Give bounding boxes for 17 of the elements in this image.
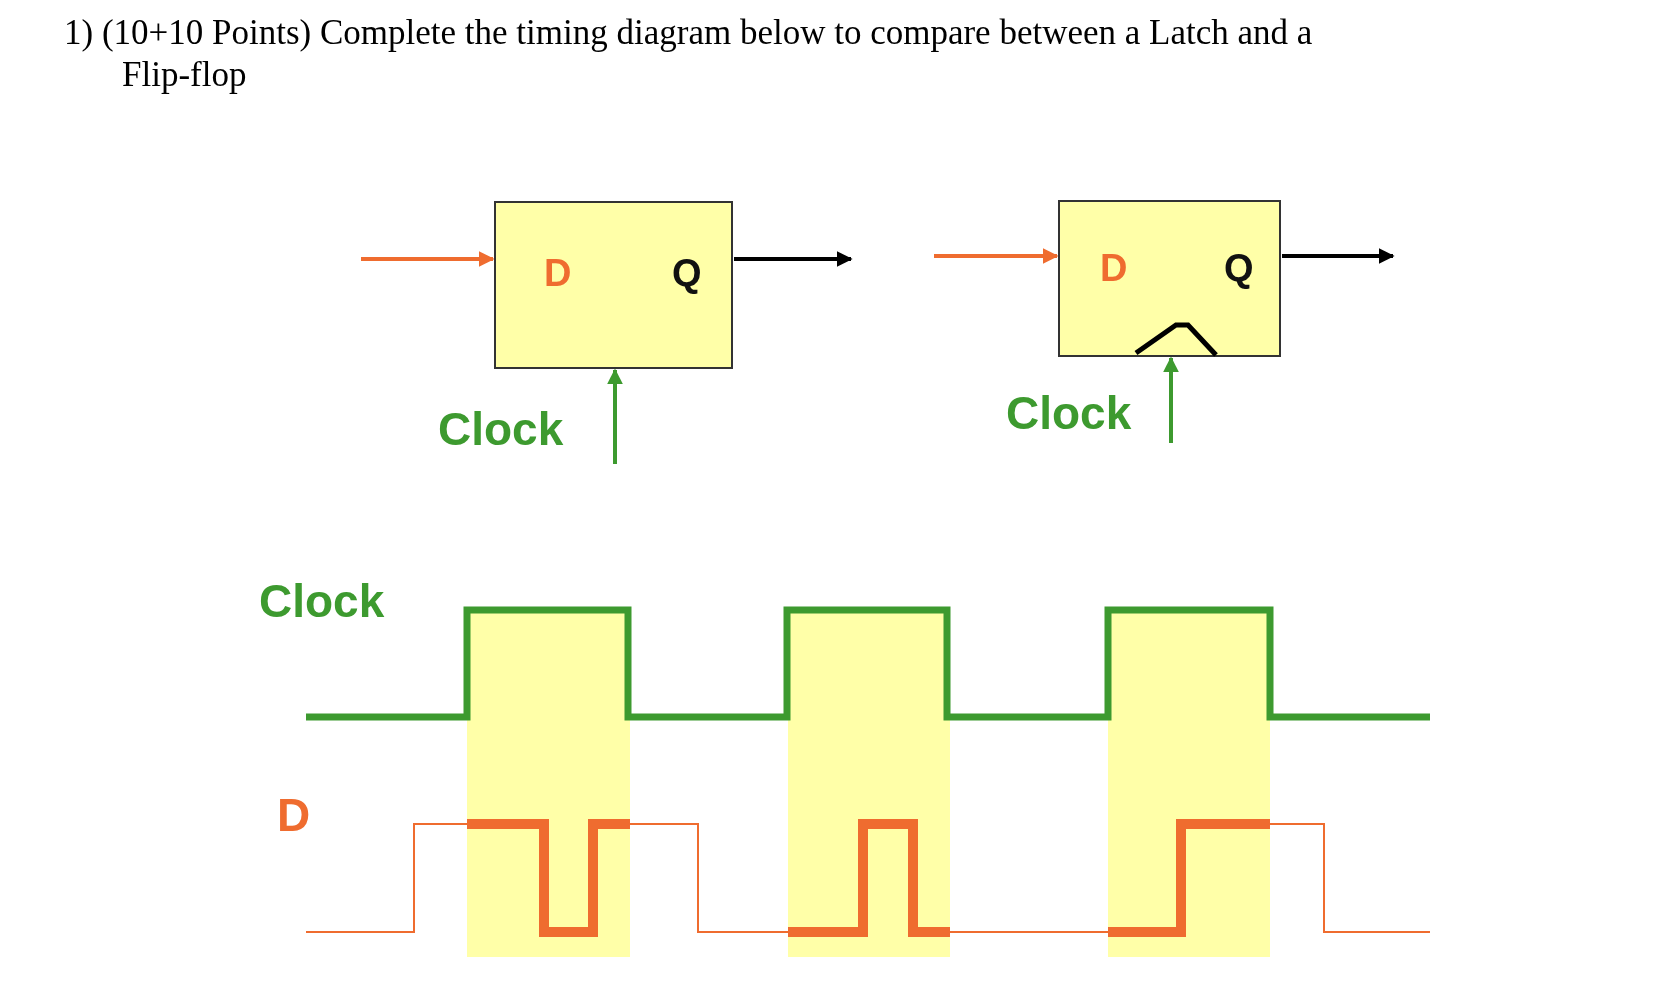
clock-label: Clock [438, 404, 564, 454]
flip-flop-box [1058, 200, 1281, 357]
arrow [934, 248, 1059, 264]
arrow [734, 251, 853, 267]
question-text: 1) (10+10 Points) Complete the timing diagram below to compare between a Latch and a Flip-flop [64, 12, 1314, 96]
signal-label: D [277, 790, 311, 840]
arrow [607, 368, 623, 464]
clock-label: Clock [1006, 388, 1132, 438]
pin-label: D [1100, 248, 1128, 288]
arrow [361, 251, 495, 267]
pin-label: Q [1224, 248, 1254, 288]
latch-box [494, 201, 733, 369]
arrow [1163, 356, 1179, 443]
pin-label: D [544, 253, 572, 293]
pin-label: Q [672, 253, 702, 293]
arrow [1282, 248, 1395, 264]
signal-label: Clock [259, 576, 385, 626]
